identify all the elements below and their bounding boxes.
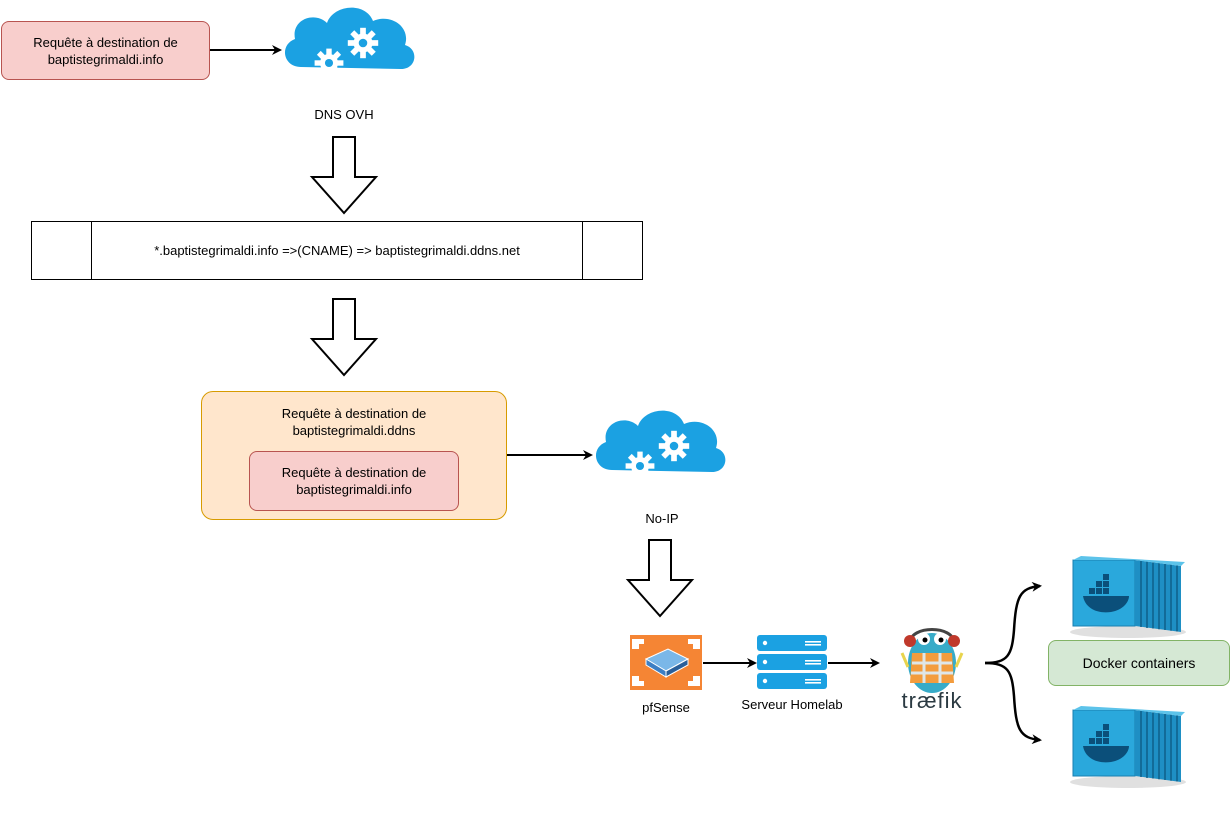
request-top-line2: baptistegrimaldi.info bbox=[47, 51, 164, 67]
server-label: Serveur Homelab bbox=[741, 697, 843, 712]
server-icon bbox=[757, 635, 827, 689]
docker-container-bottom-icon bbox=[1069, 705, 1187, 789]
cname-right-cell bbox=[582, 222, 583, 279]
request-top-line1: Requête à destination de bbox=[33, 34, 178, 50]
cname-left-cell bbox=[91, 222, 92, 279]
docker-containers-label: Docker containers bbox=[1048, 640, 1230, 686]
docker-container-top-icon bbox=[1069, 555, 1187, 639]
dns-ovh-label: DNS OVH bbox=[314, 107, 374, 122]
arrow-traefik-to-container-bottom bbox=[984, 661, 1042, 745]
request-inner-line1: Requête à destination de bbox=[281, 465, 427, 480]
big-arrow-3 bbox=[627, 539, 693, 617]
arrow-traefik-to-container-top bbox=[984, 581, 1042, 665]
request-top-box: Requête à destination de baptistegrimald… bbox=[1, 21, 210, 80]
noip-cloud-icon bbox=[595, 410, 726, 481]
noip-label: No-IP bbox=[645, 511, 679, 526]
cname-rule-text: *.baptistegrimaldi.info =>(CNAME) => bap… bbox=[154, 243, 520, 258]
pfsense-label: pfSense bbox=[642, 700, 690, 715]
request-ddns-line2: baptistegrimaldi.ddns bbox=[292, 423, 416, 438]
request-ddns-line1: Requête à destination de bbox=[281, 406, 427, 421]
big-arrow-2 bbox=[311, 298, 377, 376]
dns-ovh-cloud-icon bbox=[284, 7, 415, 78]
cname-rule-box: *.baptistegrimaldi.info =>(CNAME) => bap… bbox=[31, 221, 643, 280]
traefik-gopher-icon bbox=[900, 628, 964, 693]
request-inner-box: Requête à destination de baptistegrimald… bbox=[249, 451, 459, 511]
big-arrow-1 bbox=[311, 136, 377, 214]
request-inner-line2: baptistegrimaldi.info bbox=[296, 482, 412, 497]
traefik-logo-text: træfik bbox=[901, 688, 963, 713]
request-ddns-box: Requête à destination de baptistegrimald… bbox=[201, 391, 507, 520]
pfsense-icon bbox=[630, 635, 702, 690]
